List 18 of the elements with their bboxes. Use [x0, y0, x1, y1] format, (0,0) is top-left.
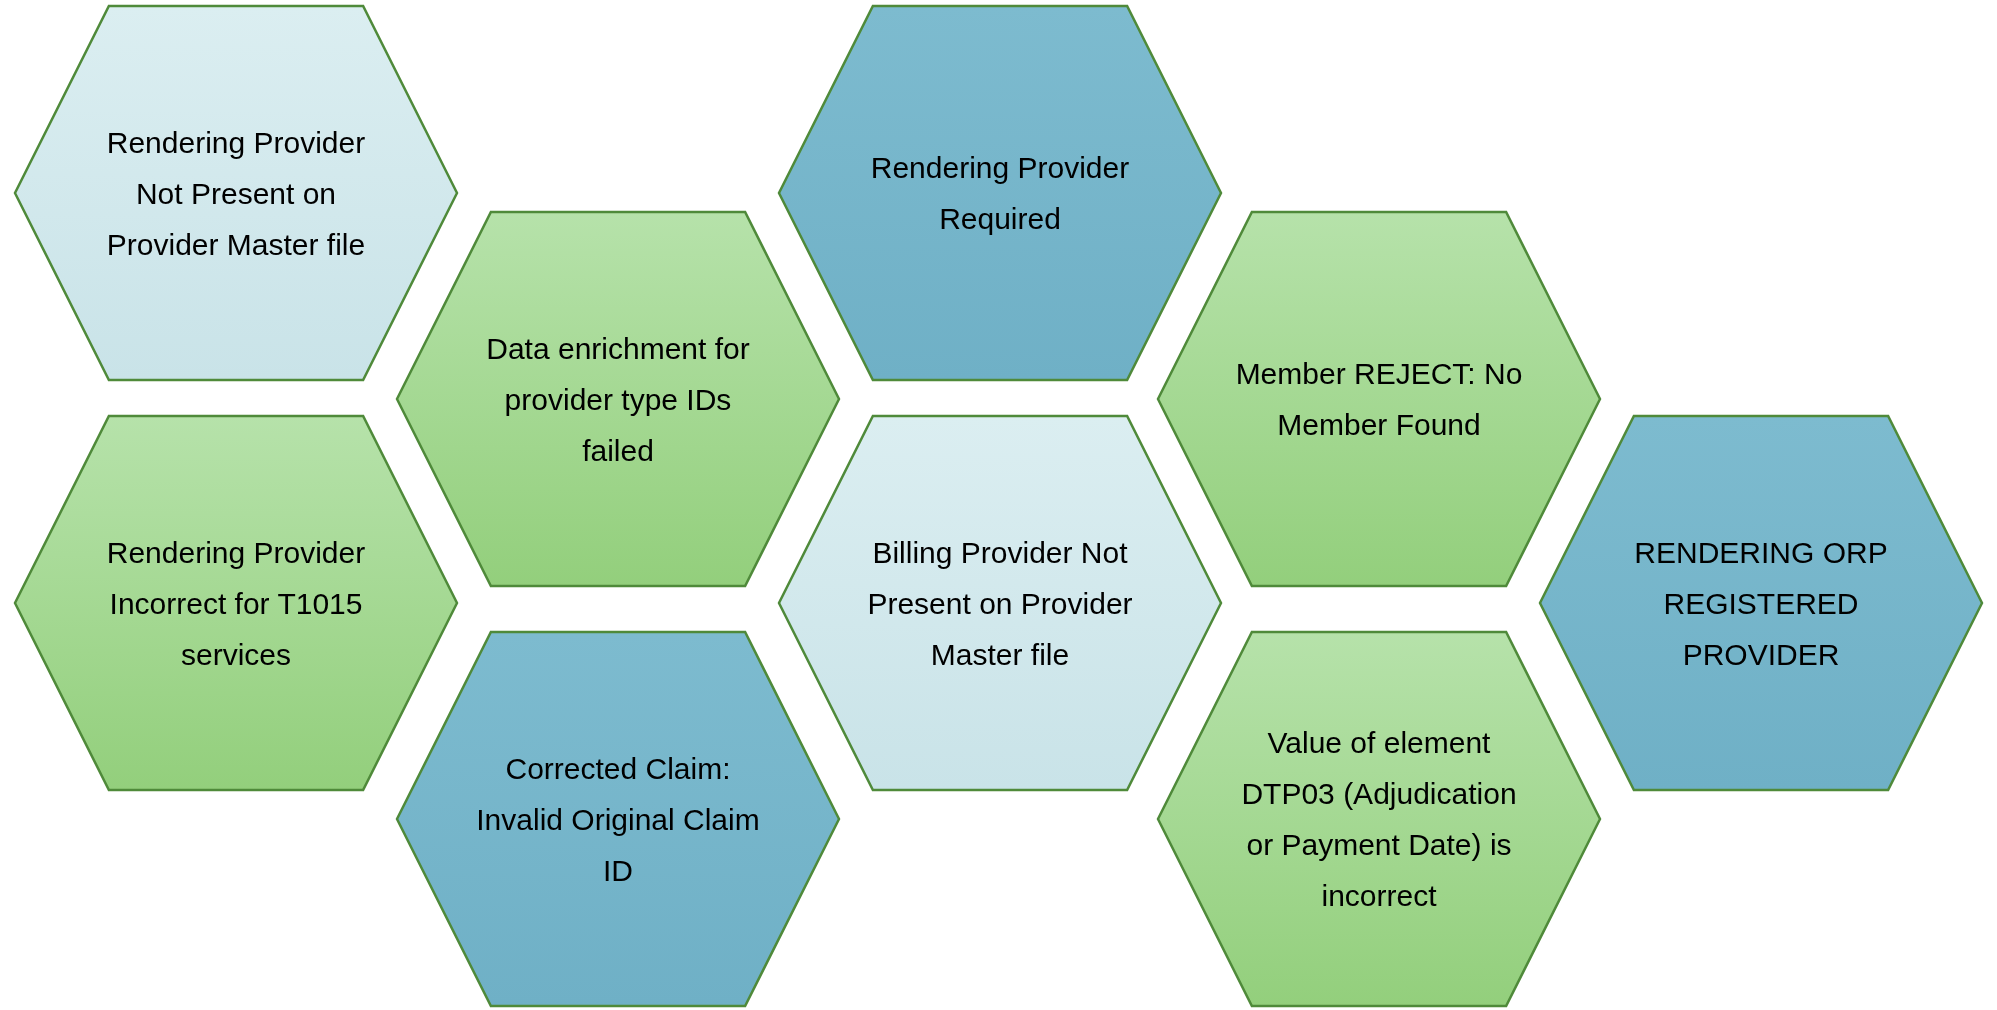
hexagon: [777, 414, 1223, 792]
hexagon-label: Rendering Provider Required: [869, 150, 1131, 237]
hexagon-label: Value of element DTP03 (Adjudication or Payment Date) is incorrect: [1240, 725, 1518, 914]
hexagon: [1156, 210, 1602, 588]
hexagon: [1538, 414, 1984, 792]
hexagon-label: Data enrichment for provider type IDs failed: [485, 330, 751, 469]
hexagon-label: Rendering Provider Incorrect for T1015 services: [105, 534, 367, 673]
hexagon: [777, 4, 1223, 382]
hexagon-label: RENDERING ORP REGISTERED PROVIDER: [1633, 534, 1889, 673]
hexagon: [1156, 630, 1602, 1008]
hexagon: [13, 414, 459, 792]
hexagon-label: Corrected Claim: Invalid Original Claim ID: [475, 750, 761, 889]
hexagon-label: Member REJECT: No Member Found: [1234, 356, 1524, 443]
hexagon-label: Billing Provider Not Present on Provider Master file: [866, 534, 1134, 673]
hexagon-label: Rendering Provider Not Present on Provider Master file: [105, 124, 367, 263]
hexagon: [395, 630, 841, 1008]
hexagon: [395, 210, 841, 588]
hexagon: [13, 4, 459, 382]
